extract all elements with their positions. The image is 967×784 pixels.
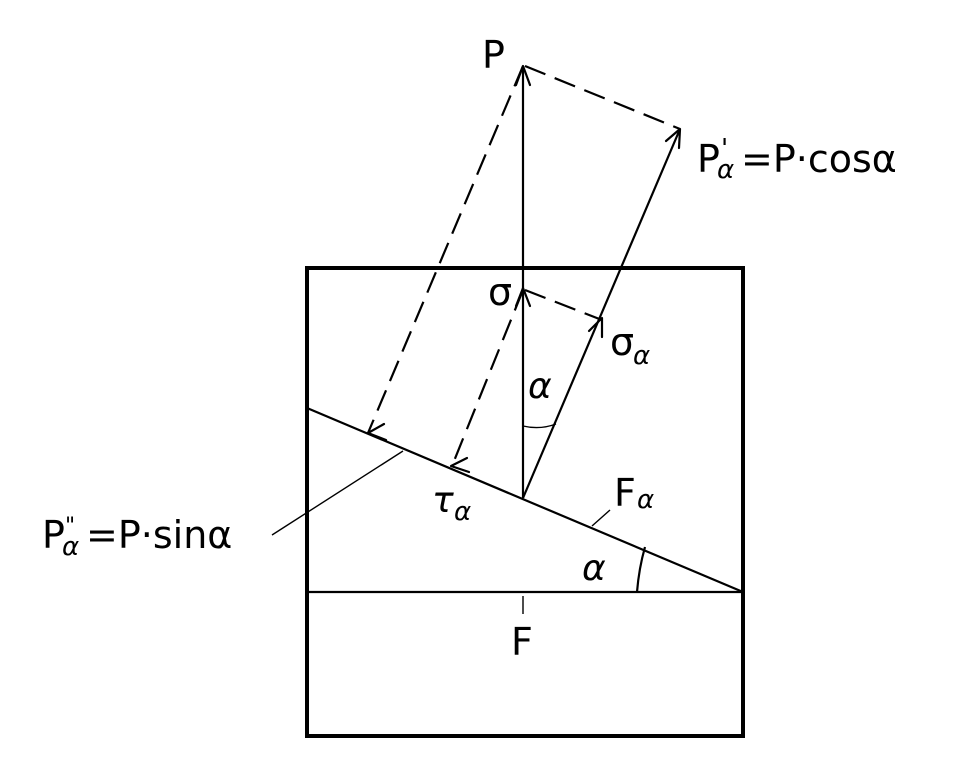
dash-sigma-to-tau [450,289,525,467]
tau-alpha-arrowhead [449,456,471,474]
f-alpha-leader [591,509,611,527]
svg-text:α: α [62,532,79,562]
svg-text:=P·sinα: =P·sinα [86,513,232,557]
label-tau-alpha: τ α [432,480,471,527]
dash-p-to-psin [366,65,525,434]
svg-text:σ: σ [610,320,634,364]
shear-force-arrowhead [366,422,388,442]
svg-text:': ' [721,134,728,164]
dash-sigma-to-sigma-alpha [524,288,603,322]
svg-text:": " [65,514,75,539]
sigma-alpha-arrowhead [587,316,604,339]
shear-label-leader [271,450,404,536]
svg-text:α: α [633,341,650,371]
label-f: F [511,620,533,664]
label-p: P [482,33,505,77]
svg-text:P: P [697,137,720,181]
svg-text:α: α [637,485,654,515]
upper-angle-arc [522,423,557,429]
lower-angle-arc [635,546,647,593]
svg-text:=P·cosα: =P·cosα [741,137,897,181]
dash-p-to-pcos [524,64,681,131]
label-alpha-lower: α [582,548,606,589]
svg-text:α: α [454,497,471,527]
label-sigma-alpha: σ α [610,320,650,371]
specimen-block [305,266,745,738]
label-f-alpha: F α [614,471,654,515]
label-sigma: σ [488,270,512,314]
svg-text:P: P [42,513,65,557]
svg-text:F: F [614,471,636,515]
svg-text:α: α [717,155,734,185]
label-p-alpha-double-prime: P " α =P·sinα [42,513,232,562]
label-alpha-upper: α [528,366,552,407]
normal-force-line [521,128,682,499]
label-p-alpha-prime: P ' α =P·cosα [697,134,897,185]
svg-text:τ: τ [432,480,454,521]
